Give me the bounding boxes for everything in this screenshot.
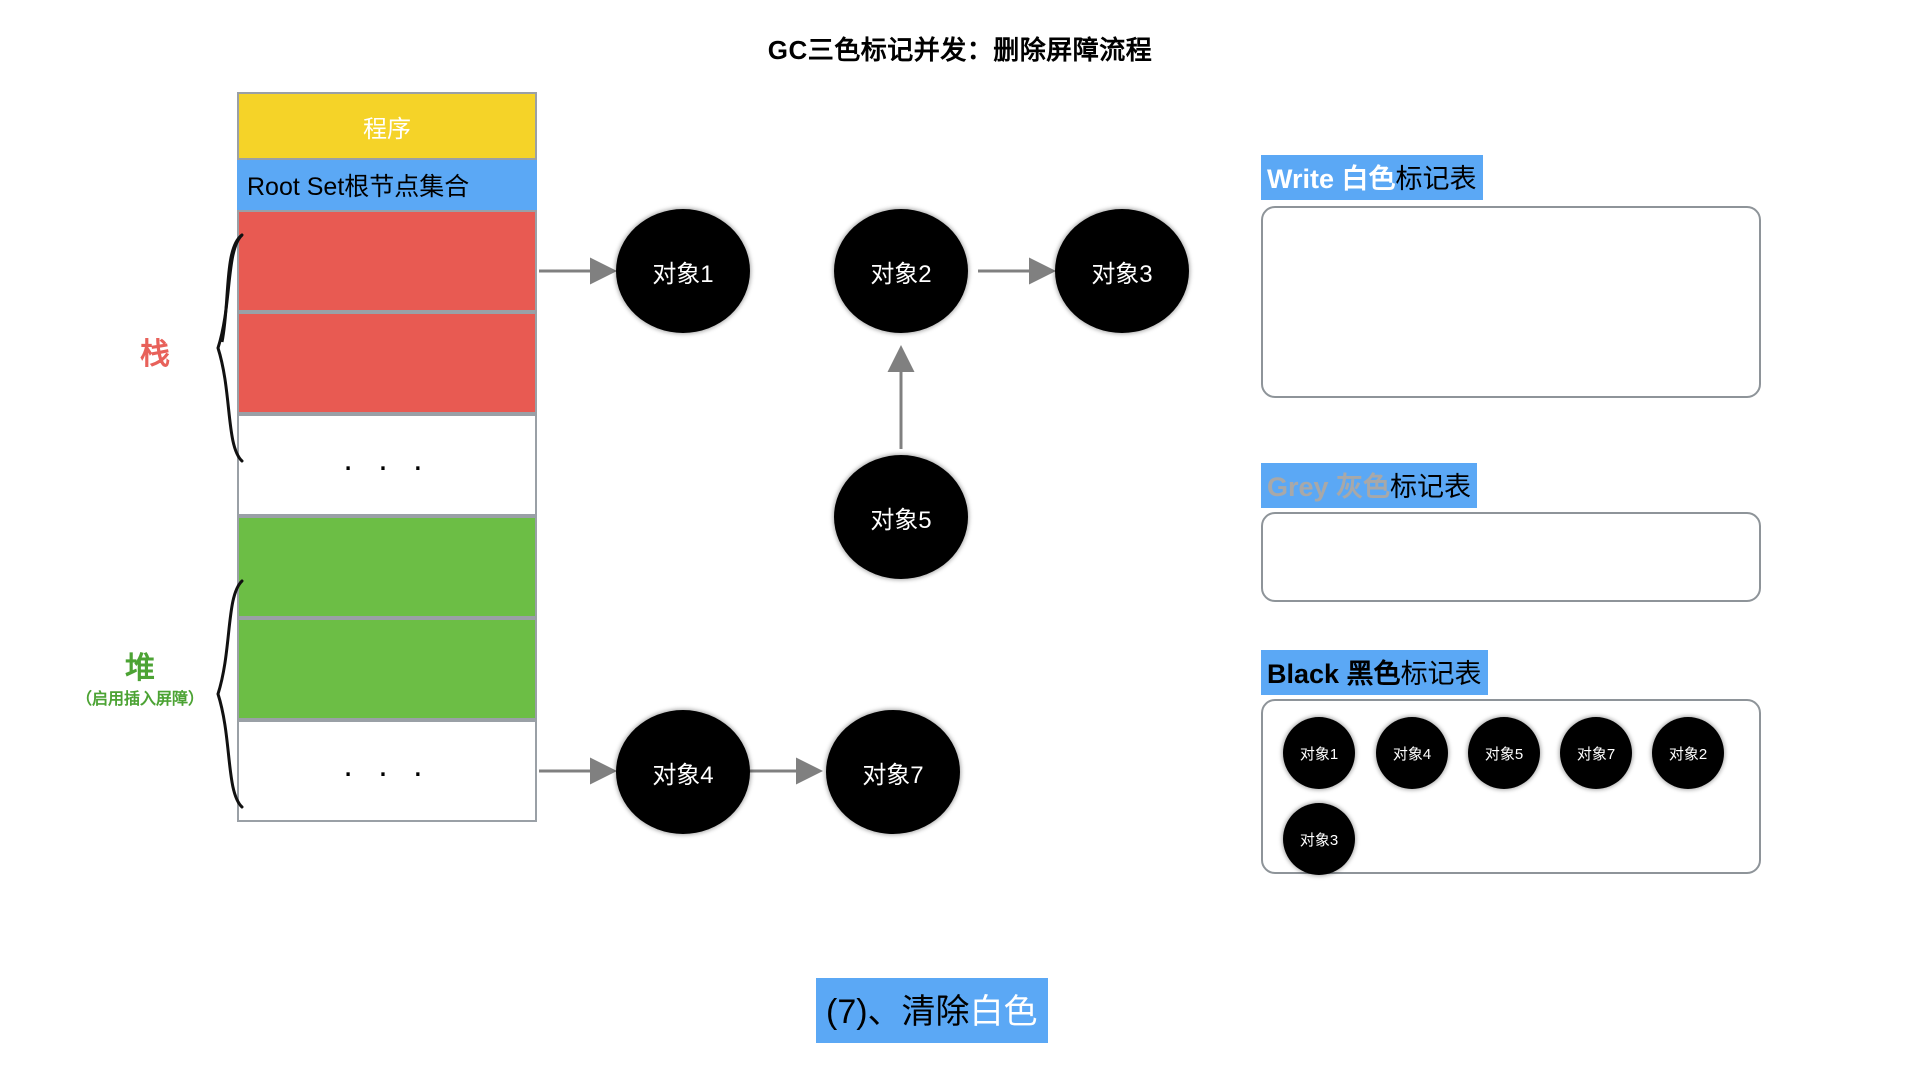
node-label: 对象7: [862, 761, 924, 789]
mark-table-black-title: Black 黑色标记表: [1261, 650, 1488, 695]
mark-chip-obj5[interactable]: 对象5: [1468, 717, 1540, 789]
rootset-cell: Root Set根节点集合: [237, 160, 537, 210]
mark-table-white-box[interactable]: [1261, 206, 1761, 398]
node-label: 对象4: [652, 761, 714, 789]
caption-lead: (7)、清除: [826, 993, 970, 1031]
stack-slot-1: [237, 210, 537, 312]
mark-chip-obj1[interactable]: 对象1: [1283, 717, 1355, 789]
stack-brace: [208, 232, 246, 464]
node-obj5[interactable]: 对象5: [834, 455, 968, 579]
mark-title-lead: Grey 灰色: [1267, 472, 1391, 502]
node-obj4[interactable]: 对象4: [616, 710, 750, 834]
node-label: 对象2: [870, 260, 932, 288]
mark-table-white-title: Write 白色标记表: [1261, 155, 1483, 200]
stack-label: 栈: [100, 338, 210, 373]
chip-label: 对象3: [1299, 831, 1339, 849]
node-label: 对象5: [870, 506, 932, 534]
step-caption: (7)、清除白色: [816, 978, 1048, 1043]
mark-title-tail: 标记表: [1400, 659, 1482, 689]
chip-label: 对象5: [1484, 745, 1524, 763]
mark-chip-obj2[interactable]: 对象2: [1652, 717, 1724, 789]
chip-label: 对象1: [1299, 745, 1339, 763]
mark-table-grey-box[interactable]: [1261, 512, 1761, 602]
node-obj2[interactable]: 对象2: [834, 209, 968, 333]
heap-label-text: 堆: [125, 652, 155, 685]
mark-table-grey-title: Grey 灰色标记表: [1261, 463, 1478, 508]
chip-label: 对象2: [1668, 745, 1708, 763]
heap-slot-2: [237, 618, 537, 720]
heap-label-note: （启用插入屏障）: [75, 690, 204, 708]
heap-label: 堆 （启用插入屏障）: [70, 652, 210, 709]
node-obj7[interactable]: 对象7: [826, 710, 960, 834]
node-label: 对象1: [652, 260, 714, 288]
caption-highlight: 白色: [969, 993, 1038, 1031]
stack-ellipsis-cell: . . .: [237, 414, 537, 516]
stack-label-text: 栈: [140, 338, 170, 371]
mark-chip-obj4[interactable]: 对象4: [1376, 717, 1448, 789]
chip-label: 对象4: [1392, 745, 1432, 763]
page-title: GC三色标记并发：删除屏障流程: [767, 35, 1153, 65]
mark-title-lead: Black 黑色: [1267, 659, 1401, 689]
heap-brace: [208, 578, 246, 810]
mark-title-tail: 标记表: [1395, 164, 1477, 194]
ellipsis-dots: . . .: [343, 746, 431, 784]
chip-label: 对象7: [1576, 745, 1616, 763]
mark-chip-obj3[interactable]: 对象3: [1283, 803, 1355, 875]
memory-column: 程序 Root Set根节点集合 . . . . . .: [237, 92, 537, 822]
ellipsis-dots: . . .: [343, 440, 431, 478]
mark-chip-obj7[interactable]: 对象7: [1560, 717, 1632, 789]
heap-ellipsis-cell: . . .: [237, 720, 537, 822]
rootset-label: Root Set根节点集合: [247, 173, 470, 201]
heap-slot-1: [237, 516, 537, 618]
mark-title-tail: 标记表: [1390, 472, 1472, 502]
node-obj3[interactable]: 对象3: [1055, 209, 1189, 333]
program-label: 程序: [363, 115, 411, 143]
node-obj1[interactable]: 对象1: [616, 209, 750, 333]
node-label: 对象3: [1091, 260, 1153, 288]
program-cell: 程序: [237, 92, 537, 160]
stack-slot-2: [237, 312, 537, 414]
mark-title-lead: Write 白色: [1267, 164, 1396, 194]
